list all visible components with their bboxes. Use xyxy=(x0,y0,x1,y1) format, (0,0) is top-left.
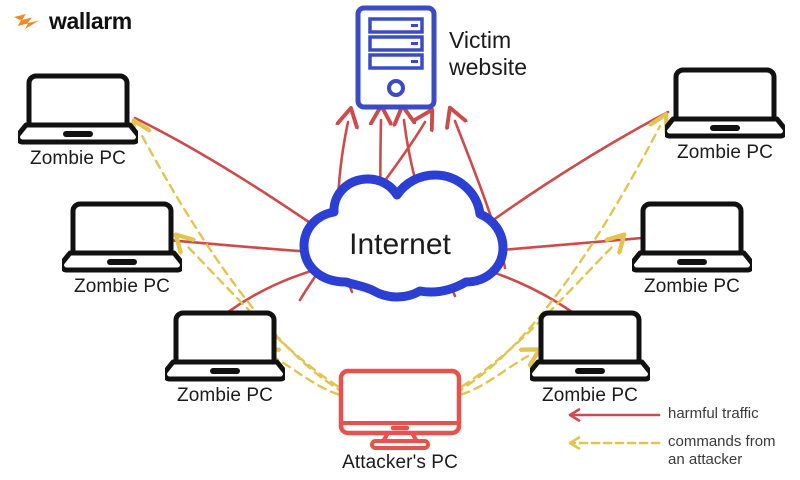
laptop-icon xyxy=(632,201,752,273)
zombie-pc-label: Zombie PC xyxy=(177,385,273,406)
zombie-pc-mid-right: Zombie PC xyxy=(632,196,752,298)
attacker-pc-label: Attacker's PC xyxy=(342,452,458,473)
zombie-pc-label: Zombie PC xyxy=(542,385,638,406)
legend-row-harmful-traffic: harmful traffic xyxy=(563,405,793,427)
attacker-pc-node: Attacker's PC xyxy=(338,368,462,474)
victim-website-label: Victim website xyxy=(449,27,527,81)
internet-cloud: Internet xyxy=(286,168,514,306)
legend: harmful traffic commands from an attacke… xyxy=(563,405,793,475)
laptop-icon xyxy=(62,201,182,273)
cloud-label: Internet xyxy=(349,228,451,261)
legend-row-commands: commands from an attacker xyxy=(563,433,793,469)
victim-website-node: Victim website xyxy=(355,5,527,110)
desktop-monitor-icon xyxy=(338,368,462,450)
laptop-icon xyxy=(665,67,785,139)
zombie-pc-top-right: Zombie PC xyxy=(665,62,785,164)
zombie-pc-label: Zombie PC xyxy=(74,276,170,297)
legend-swatch-commands xyxy=(563,433,668,455)
arrow-left-dashed-icon xyxy=(568,436,661,450)
cloud-icon xyxy=(299,170,508,302)
zombie-pc-label: Zombie PC xyxy=(30,148,126,169)
laptop-icon xyxy=(18,73,138,145)
server-tower-icon xyxy=(355,5,437,110)
lightning-bolt-icon xyxy=(14,13,39,29)
laptop-icon xyxy=(530,310,650,382)
legend-label-harmful: harmful traffic xyxy=(668,405,759,422)
zombie-pc-bottom-left: Zombie PC xyxy=(165,305,285,407)
zombie-pc-label: Zombie PC xyxy=(677,142,773,163)
arrow-left-icon xyxy=(568,408,661,422)
brand-name: wallarm xyxy=(49,8,132,34)
zombie-pc-mid-left: Zombie PC xyxy=(62,196,182,298)
brand-logo: wallarm xyxy=(12,8,132,35)
legend-label-commands: commands from an attacker xyxy=(668,433,776,468)
zombie-pc-label: Zombie PC xyxy=(644,276,740,297)
zombie-pc-bottom-right: Zombie PC xyxy=(530,305,650,407)
legend-swatch-harmful xyxy=(563,405,668,427)
zombie-pc-top-left: Zombie PC xyxy=(18,68,138,170)
laptop-icon xyxy=(165,310,285,382)
